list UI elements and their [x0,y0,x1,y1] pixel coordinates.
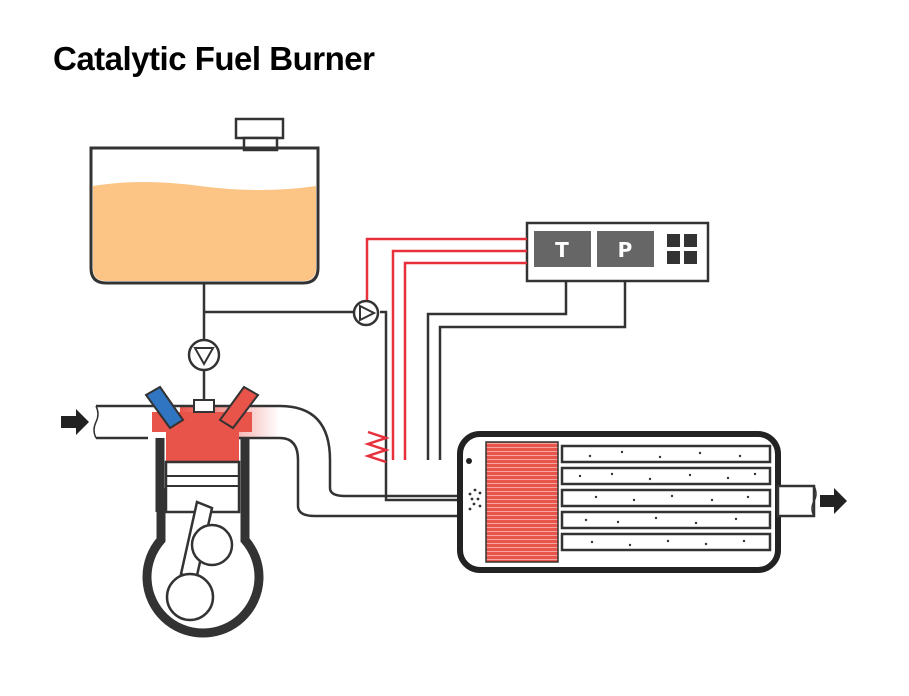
pressure-label: P [618,238,633,262]
fuel-level [93,182,316,281]
tank-cap [234,117,285,140]
engine [142,385,264,638]
fuel-pump-lower [187,338,221,372]
signal-wires [426,281,627,460]
controller-unit: T P [525,221,710,283]
heat-exchange-tubes [560,444,772,552]
page-title: Catalytic Fuel Burner [53,40,375,77]
crank-pin [190,523,234,567]
fuel-lines [202,283,460,502]
pressure-display [597,231,654,267]
heating-coil [364,430,390,464]
nozzle-spray-icon [468,488,482,511]
exhaust-valve [218,385,260,430]
exhaust-bend [279,404,460,498]
fuel-injector [193,399,215,413]
fuel-tank [89,117,320,285]
catalyst-element [485,441,559,563]
catalytic-burner [457,431,817,573]
crank-weight [165,572,215,622]
fuel-pump-upper [352,299,380,327]
sensor-point [466,458,472,464]
outlet-pipe [776,484,816,518]
temperature-display [534,231,591,267]
intake-valve [144,385,185,430]
heater-wires [364,237,527,464]
keypad-icon [667,234,697,264]
exhaust-outlet-arrow-icon [820,488,847,514]
tank-body [89,146,320,285]
intake-arrow-icon [61,409,89,435]
tube-particles [578,450,757,547]
temperature-label: T [555,238,569,262]
